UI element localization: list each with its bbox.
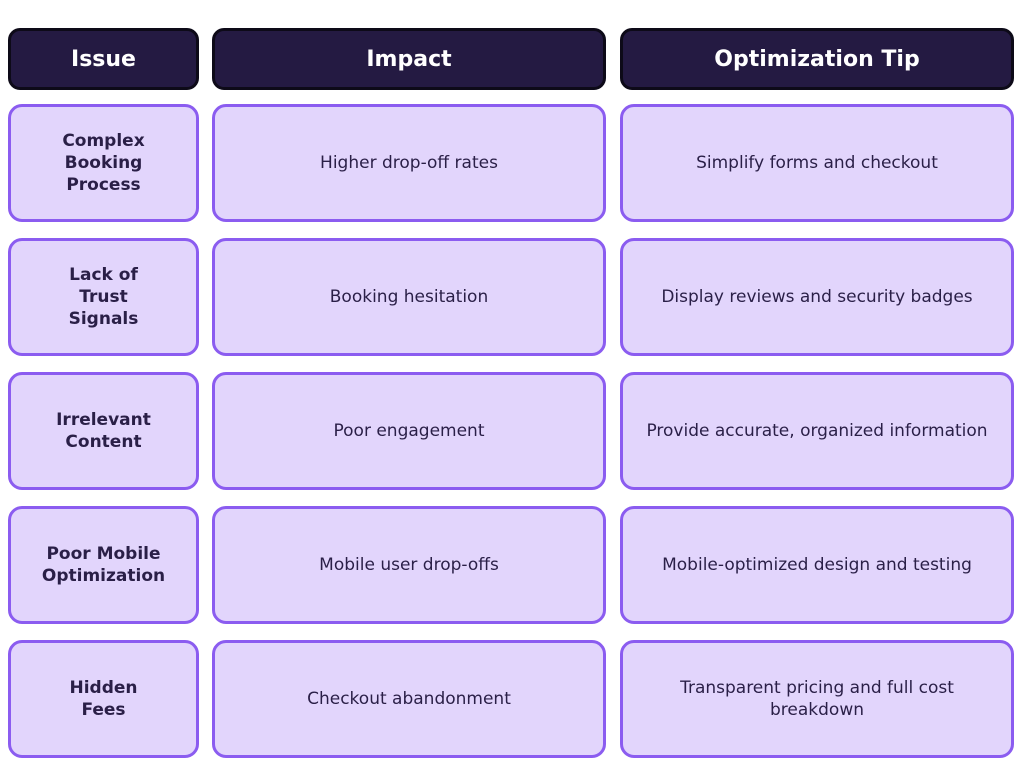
issue-label: Hidden Fees [69,678,138,720]
issue-cell: Poor Mobile Optimization [8,506,199,624]
header-impact: Impact [212,28,606,90]
header-issue-label: Issue [71,46,136,72]
impact-cell: Mobile user drop-offs [212,506,606,624]
tip-cell: Transparent pricing and full cost breakd… [620,640,1014,758]
issue-label: Irrelevant Content [56,410,151,452]
tip-label: Provide accurate, organized information [646,421,988,441]
tip-label: Mobile-optimized design and testing [662,555,972,575]
tip-label: Transparent pricing and full cost breakd… [680,678,954,720]
issue-label: Complex Booking Process [62,131,145,195]
impact-label: Higher drop-off rates [320,153,498,173]
issue-cell: Hidden Fees [8,640,199,758]
tip-cell: Display reviews and security badges [620,238,1014,356]
impact-label: Booking hesitation [329,287,489,307]
impact-label: Mobile user drop-offs [319,555,499,575]
impact-cell: Poor engagement [212,372,606,490]
impact-label: Checkout abandonment [307,689,511,709]
tip-cell: Simplify forms and checkout [620,104,1014,222]
impact-label: Poor engagement [333,421,485,441]
impact-cell: Booking hesitation [212,238,606,356]
header-tip-label: Optimization Tip [714,46,920,72]
issue-cell: Complex Booking Process [8,104,199,222]
tip-label: Simplify forms and checkout [696,153,938,173]
header-impact-label: Impact [366,46,452,72]
issue-cell: Lack of Trust Signals [8,238,199,356]
tip-label: Display reviews and security badges [661,287,973,307]
issue-cell: Irrelevant Content [8,372,199,490]
issue-label: Poor Mobile Optimization [41,544,166,586]
header-issue: Issue [8,28,199,90]
tip-cell: Provide accurate, organized information [620,372,1014,490]
tip-cell: Mobile-optimized design and testing [620,506,1014,624]
issue-label: Lack of Trust Signals [68,265,139,329]
impact-cell: Checkout abandonment [212,640,606,758]
impact-cell: Higher drop-off rates [212,104,606,222]
header-optimization-tip: Optimization Tip [620,28,1014,90]
